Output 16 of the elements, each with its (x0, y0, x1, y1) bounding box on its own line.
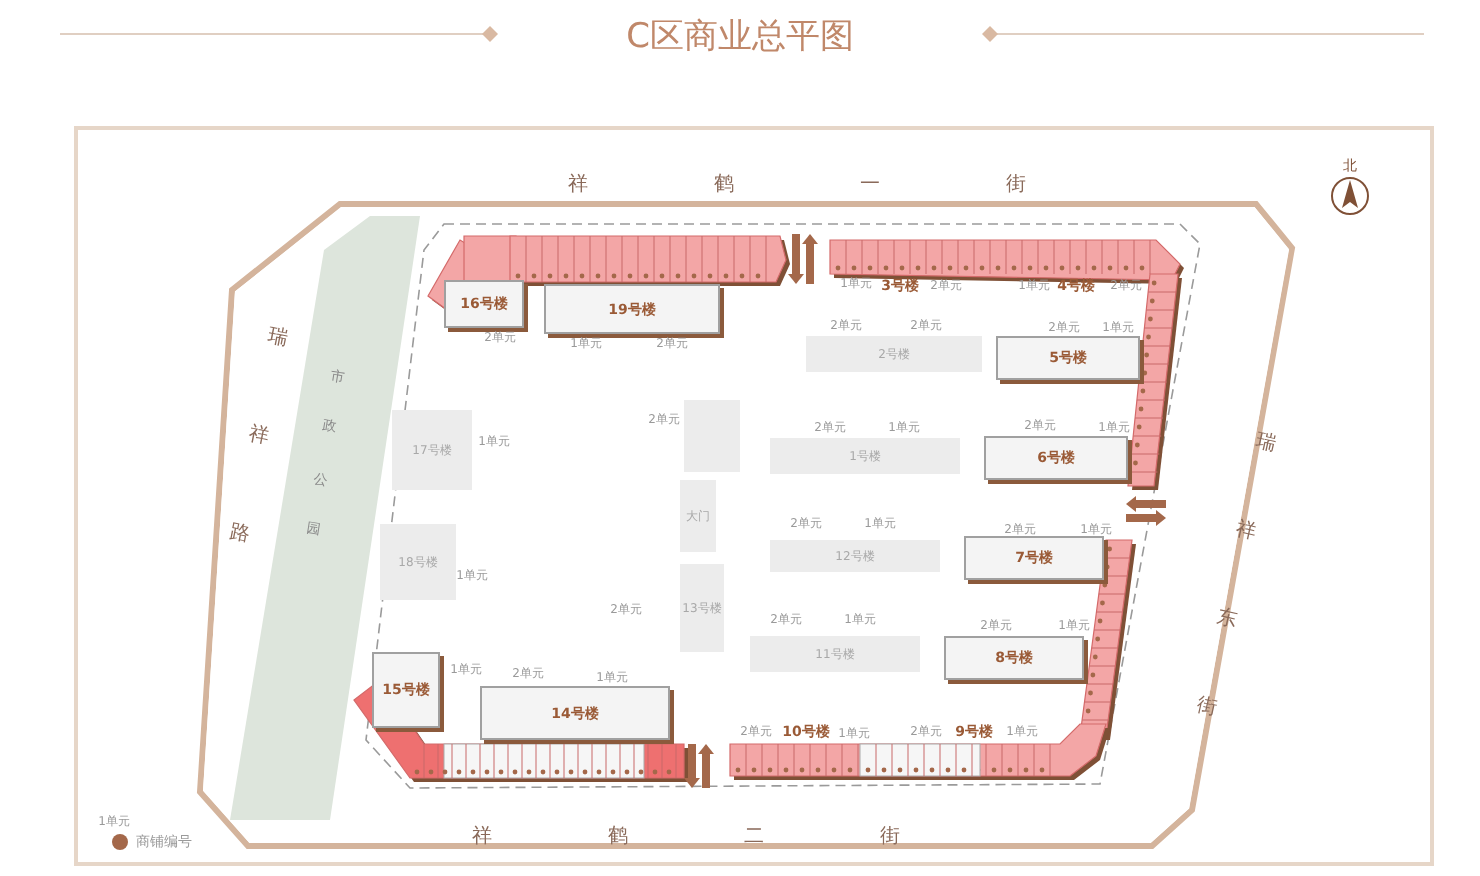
street-name: 瑞祥路 (211, 306, 295, 606)
building-footprint (544, 284, 720, 334)
building-footprint (984, 436, 1128, 480)
building-footprint (480, 686, 670, 740)
building-footprint (372, 652, 440, 728)
title: C区商业总平图 (626, 15, 854, 59)
street-name: 瑞祥东街 (1179, 411, 1283, 769)
building-block (392, 410, 472, 490)
park-area (226, 212, 426, 824)
building-footprint (996, 336, 1140, 380)
street-name: 祥鹤一街 (568, 171, 1152, 198)
building-block (380, 524, 456, 600)
street-name: 祥鹤二街 (472, 823, 1016, 850)
building-footprint (444, 280, 524, 328)
building-footprint (944, 636, 1084, 680)
building-footprint (964, 536, 1104, 580)
